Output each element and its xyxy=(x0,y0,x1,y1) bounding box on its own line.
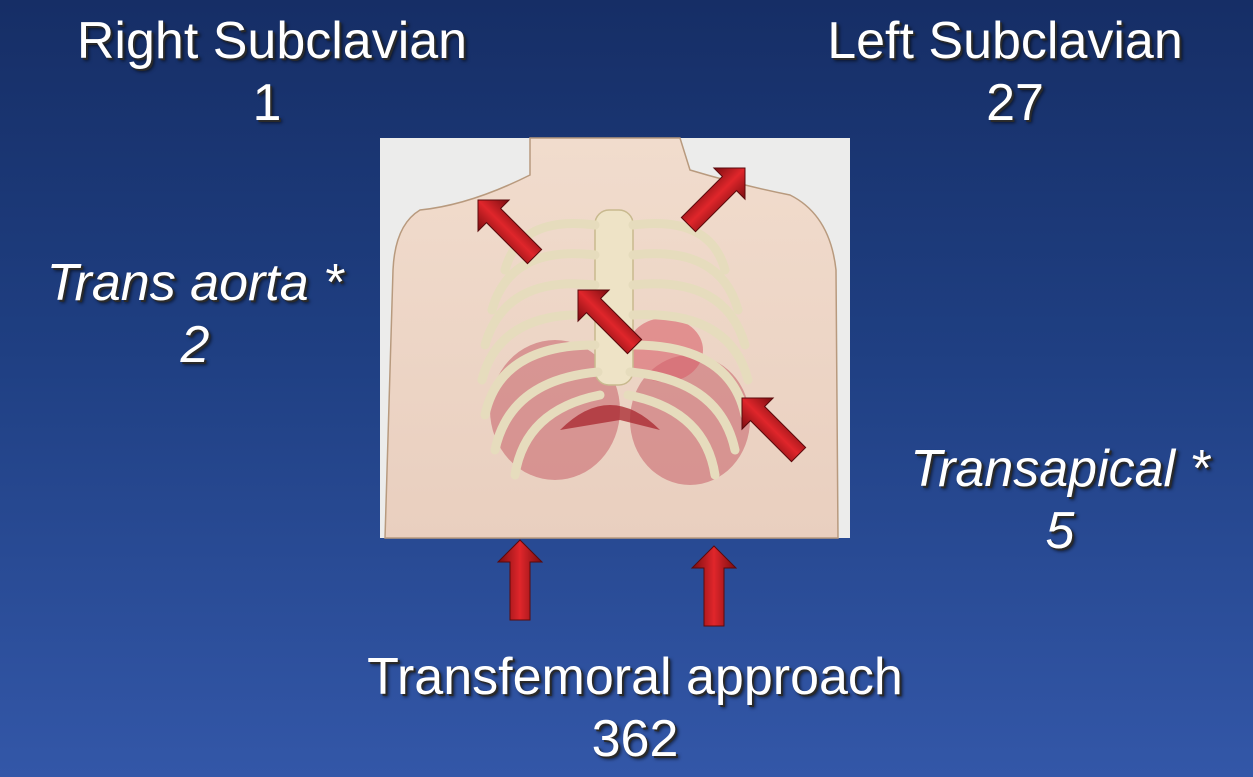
transapical-name: Transapical * xyxy=(870,438,1250,500)
transapical-label: Transapical * 5 xyxy=(870,438,1250,562)
arrow-transfemoral-right xyxy=(692,546,736,626)
trans-aorta-count: 2 xyxy=(0,314,390,376)
right-subclavian-name: Right Subclavian xyxy=(22,10,522,72)
transfemoral-label: Transfemoral approach 362 xyxy=(290,646,980,770)
trans-aorta-name: Trans aorta * xyxy=(0,252,390,314)
transfemoral-name: Transfemoral approach xyxy=(290,646,980,708)
right-subclavian-count: 1 xyxy=(12,72,522,134)
left-subclavian-name: Left Subclavian xyxy=(775,10,1235,72)
right-subclavian-label: Right Subclavian 1 xyxy=(22,10,522,134)
left-subclavian-label: Left Subclavian 27 xyxy=(775,10,1235,134)
left-subclavian-count: 27 xyxy=(795,72,1235,134)
transapical-count: 5 xyxy=(870,500,1250,562)
trans-aorta-label: Trans aorta * 2 xyxy=(0,252,390,376)
arrow-transfemoral-left xyxy=(498,540,542,620)
transfemoral-count: 362 xyxy=(290,708,980,770)
